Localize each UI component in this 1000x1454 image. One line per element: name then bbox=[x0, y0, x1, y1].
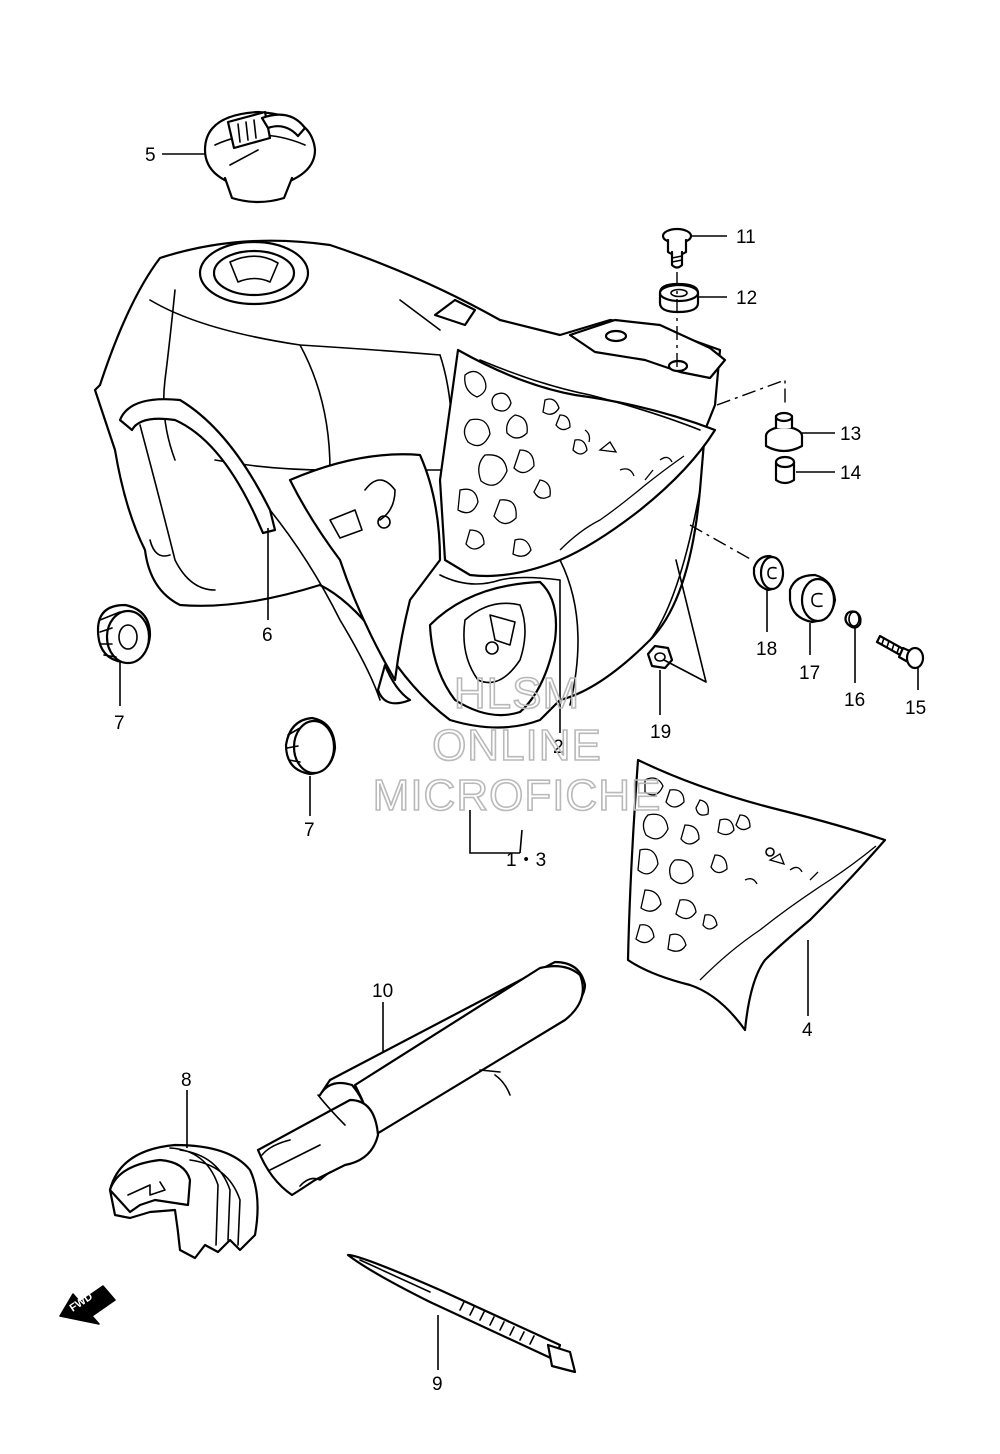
cable-tie[interactable] bbox=[346, 1253, 577, 1374]
fuel-tank[interactable] bbox=[93, 239, 727, 729]
callout-18: 18 bbox=[756, 639, 777, 660]
callout-8: 8 bbox=[181, 1070, 192, 1091]
forward-direction-arrow: FWD bbox=[59, 1285, 116, 1325]
cushion-clamp[interactable] bbox=[108, 1143, 259, 1260]
callout-11: 11 bbox=[736, 227, 756, 248]
callout-13: 13 bbox=[840, 424, 861, 445]
cushion-17[interactable] bbox=[788, 573, 837, 624]
washer-16[interactable] bbox=[844, 610, 862, 629]
grommet-12[interactable] bbox=[658, 282, 700, 314]
callout-7-center: 7 bbox=[304, 820, 315, 841]
collar-14[interactable] bbox=[774, 455, 796, 485]
watermark-line-1: HLSM bbox=[454, 669, 580, 718]
rubber-cushion-left[interactable] bbox=[96, 603, 152, 665]
watermark-line-2: ONLINE bbox=[432, 721, 602, 770]
callout-6: 6 bbox=[262, 625, 273, 646]
callout-19: 19 bbox=[650, 722, 671, 743]
callout-12: 12 bbox=[736, 288, 757, 309]
callout-10: 10 bbox=[372, 981, 393, 1002]
fuel-cap[interactable] bbox=[203, 110, 317, 204]
callout-2: 2 bbox=[553, 737, 564, 758]
callout-14: 14 bbox=[840, 463, 862, 484]
callout-1-3: 1・3 bbox=[506, 850, 546, 871]
bolt-15[interactable] bbox=[875, 634, 925, 670]
rubber-cushion-center[interactable] bbox=[284, 716, 337, 776]
nut-19[interactable] bbox=[646, 644, 674, 670]
callout-17: 17 bbox=[799, 663, 820, 684]
watermark: HLSM ONLINE MICROFICHE bbox=[372, 668, 662, 821]
callout-16: 16 bbox=[844, 690, 865, 711]
cushion-13[interactable] bbox=[764, 411, 804, 453]
bolt-11[interactable] bbox=[661, 227, 693, 269]
callout-4: 4 bbox=[802, 1020, 813, 1041]
leader-lines bbox=[119, 153, 919, 1370]
cover-tube[interactable] bbox=[256, 960, 587, 1197]
watermark-line-3: MICROFICHE bbox=[373, 771, 662, 820]
cushion-18[interactable] bbox=[752, 554, 785, 592]
callout-5: 5 bbox=[145, 145, 156, 166]
callout-numbers: 5 6 7 7 1・3 2 4 8 9 10 11 12 13 14 15 16… bbox=[114, 145, 926, 1395]
callout-15: 15 bbox=[905, 698, 926, 719]
side-decal[interactable] bbox=[626, 758, 887, 1032]
callout-9: 9 bbox=[432, 1374, 443, 1395]
callout-7-left: 7 bbox=[114, 713, 125, 734]
